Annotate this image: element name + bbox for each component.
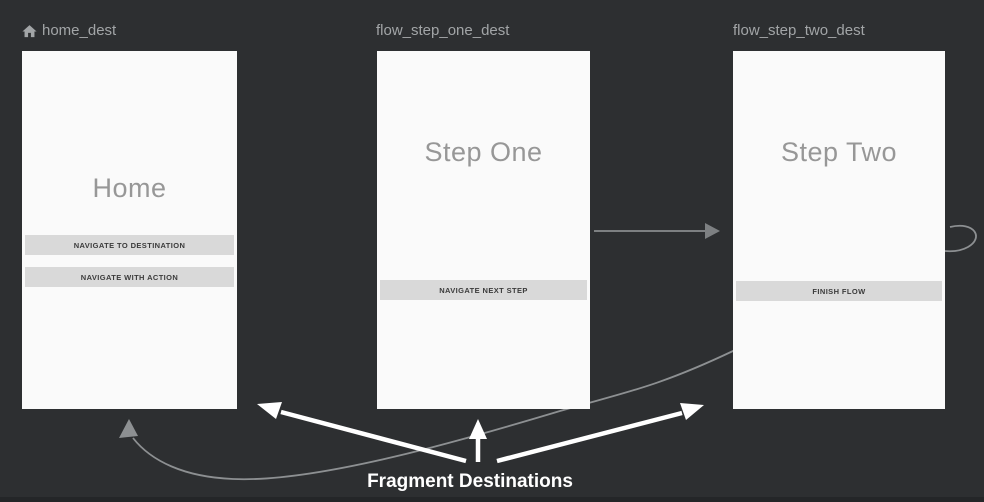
destination-label-step-two[interactable]: flow_step_two_dest xyxy=(733,21,865,41)
preview-button-navigate-next-step: NAVIGATE NEXT STEP xyxy=(380,280,587,300)
annotation-arrow-middle xyxy=(469,419,487,462)
fragment-title: Home xyxy=(92,173,167,203)
destination-label-home[interactable]: home_dest xyxy=(21,21,116,41)
destination-label-text: flow_step_one_dest xyxy=(376,22,510,39)
action-arrow-step-one-to-step-two[interactable] xyxy=(594,223,720,239)
preview-button-navigate-to-destination: NAVIGATE TO DESTINATION xyxy=(25,235,234,255)
home-icon xyxy=(21,23,38,40)
arrowhead-icon xyxy=(257,402,282,419)
canvas-bottom-edge xyxy=(0,497,984,502)
fragment-title: Step Two xyxy=(780,137,898,167)
fragment-card-home[interactable]: Home NAVIGATE TO DESTINATION NAVIGATE WI… xyxy=(22,51,237,409)
arrowhead-icon xyxy=(680,403,704,420)
annotation-arrow-right xyxy=(496,403,704,464)
preview-button-navigate-with-action: NAVIGATE WITH ACTION xyxy=(25,267,234,287)
fragment-title: Step One xyxy=(424,137,543,167)
annotation-caption: Fragment Destinations xyxy=(367,471,573,492)
destination-label-text: home_dest xyxy=(42,22,117,39)
destination-label-step-one[interactable]: flow_step_one_dest xyxy=(376,21,509,41)
fragment-card-step-two[interactable]: Step Two FINISH FLOW xyxy=(733,51,945,409)
arrowhead-icon xyxy=(119,419,138,438)
destination-label-text: flow_step_two_dest xyxy=(733,22,865,39)
arrowhead-icon xyxy=(469,419,487,439)
preview-button-finish-flow: FINISH FLOW xyxy=(736,281,942,301)
arrowhead-icon xyxy=(705,223,720,239)
fragment-card-step-one[interactable]: Step One NAVIGATE NEXT STEP xyxy=(377,51,590,409)
annotation-arrow-left xyxy=(257,402,467,464)
